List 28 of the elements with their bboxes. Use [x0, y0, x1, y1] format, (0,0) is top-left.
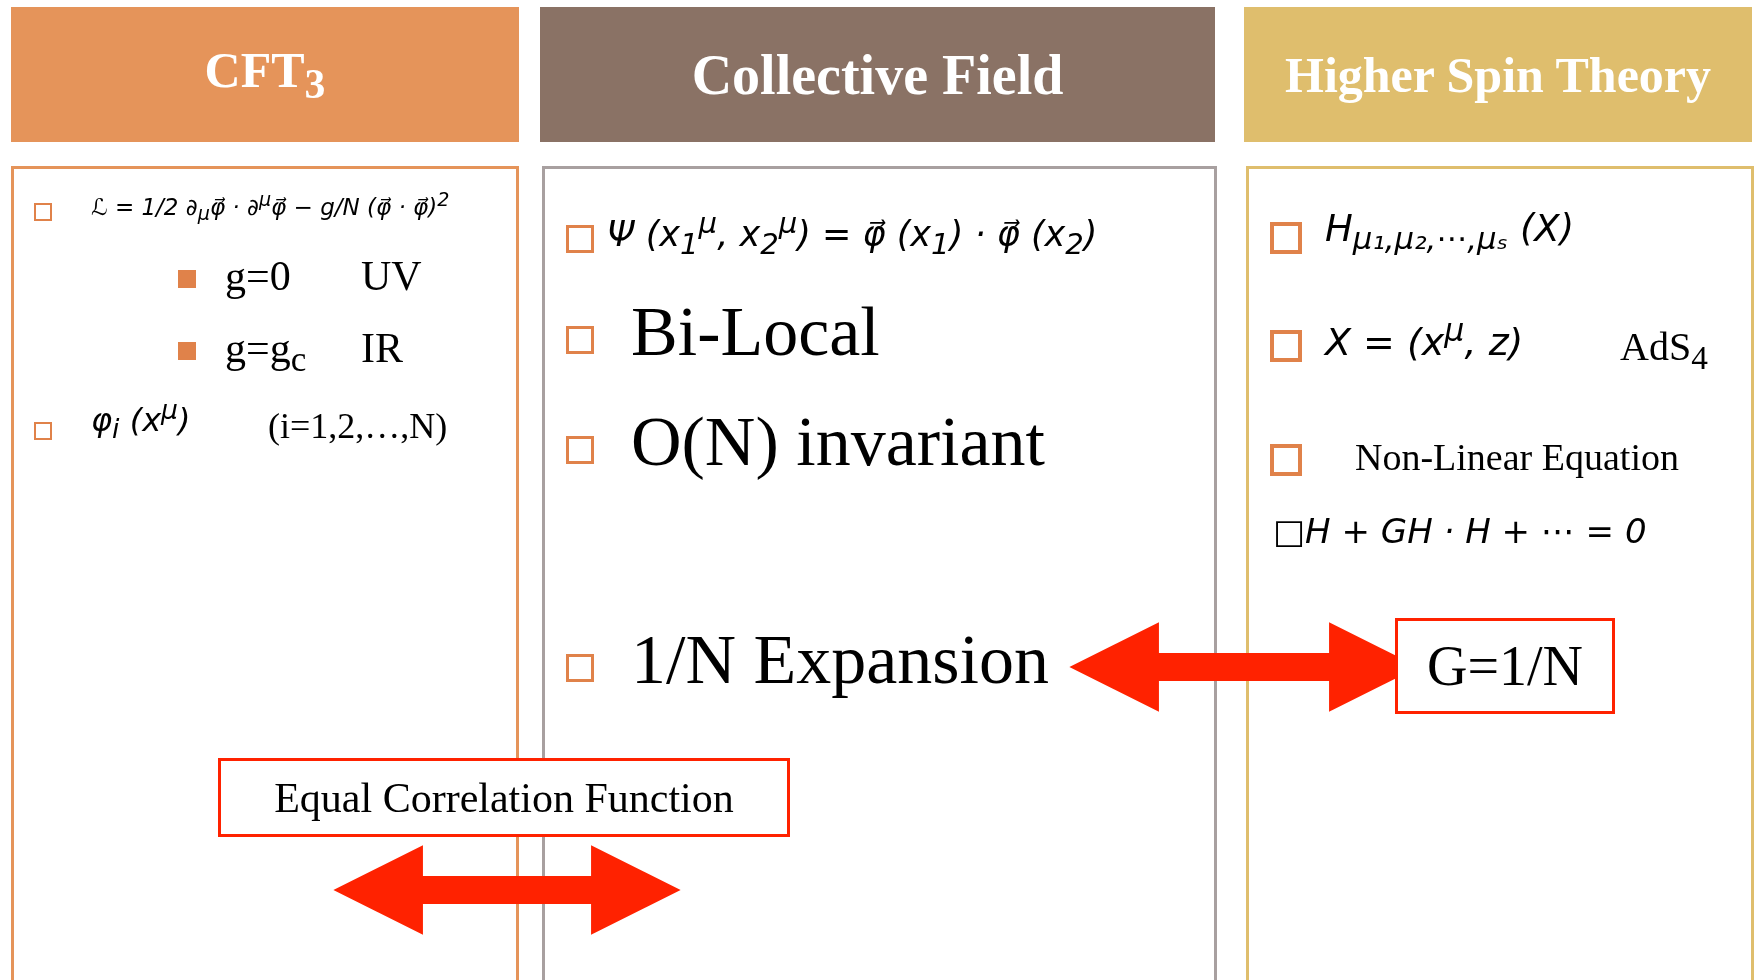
column-header — [540, 7, 1215, 142]
item-text: (i=1,2,…,N) — [268, 407, 448, 447]
item-text: UV — [361, 253, 422, 300]
callout-box — [218, 758, 790, 837]
column-header — [11, 7, 519, 142]
double-arrow — [333, 845, 681, 935]
column-header — [1244, 7, 1752, 142]
column-heading: CFT$_{3}$ — [204, 41, 326, 108]
item-text: O(N) invariant — [631, 403, 1046, 480]
item-text: 1/N Expansion — [631, 621, 1050, 698]
callout-text: G=1/N — [1427, 634, 1583, 698]
formula-text: φ$_{i}$ (x$^{μ}$) — [91, 395, 191, 444]
formula-text: X = (x$^{μ}$, z) — [1325, 313, 1524, 364]
callout-text: Equal Correlation Function — [274, 773, 734, 822]
item-text: Non-Linear Equation — [1355, 437, 1679, 479]
formula-text: ℒ = 1/2 ∂$_{μ}$φ⃗ · ∂$^{μ}$φ⃗ − g/N (φ⃗ · φ⃗)$^{2}$ — [91, 189, 450, 225]
item-text: IR — [361, 325, 403, 372]
formula-text: H$_{μ₁,μ₂,⋯,μₛ}$ (X) — [1325, 209, 1575, 257]
item-text: g=g$_{c}$ — [225, 325, 307, 380]
callout-box — [1395, 618, 1615, 714]
column-heading: Higher Spin Theory — [1285, 45, 1711, 104]
item-text: AdS$_{4}$ — [1620, 325, 1708, 377]
formula-text: □H + GH · H + ⋯ = 0 — [1273, 513, 1647, 551]
formula-text: Ψ (x$_{1}$$^{μ}$, x$_{2}$$^{μ}$) = φ⃗ (x$_{1}$) · φ⃗ (x$_{2}$) — [607, 207, 1098, 260]
column-panel — [1246, 166, 1754, 980]
item-text: g=0 — [225, 253, 291, 300]
item-text: Bi-Local — [631, 293, 880, 370]
column-heading: Collective Field — [691, 42, 1064, 107]
